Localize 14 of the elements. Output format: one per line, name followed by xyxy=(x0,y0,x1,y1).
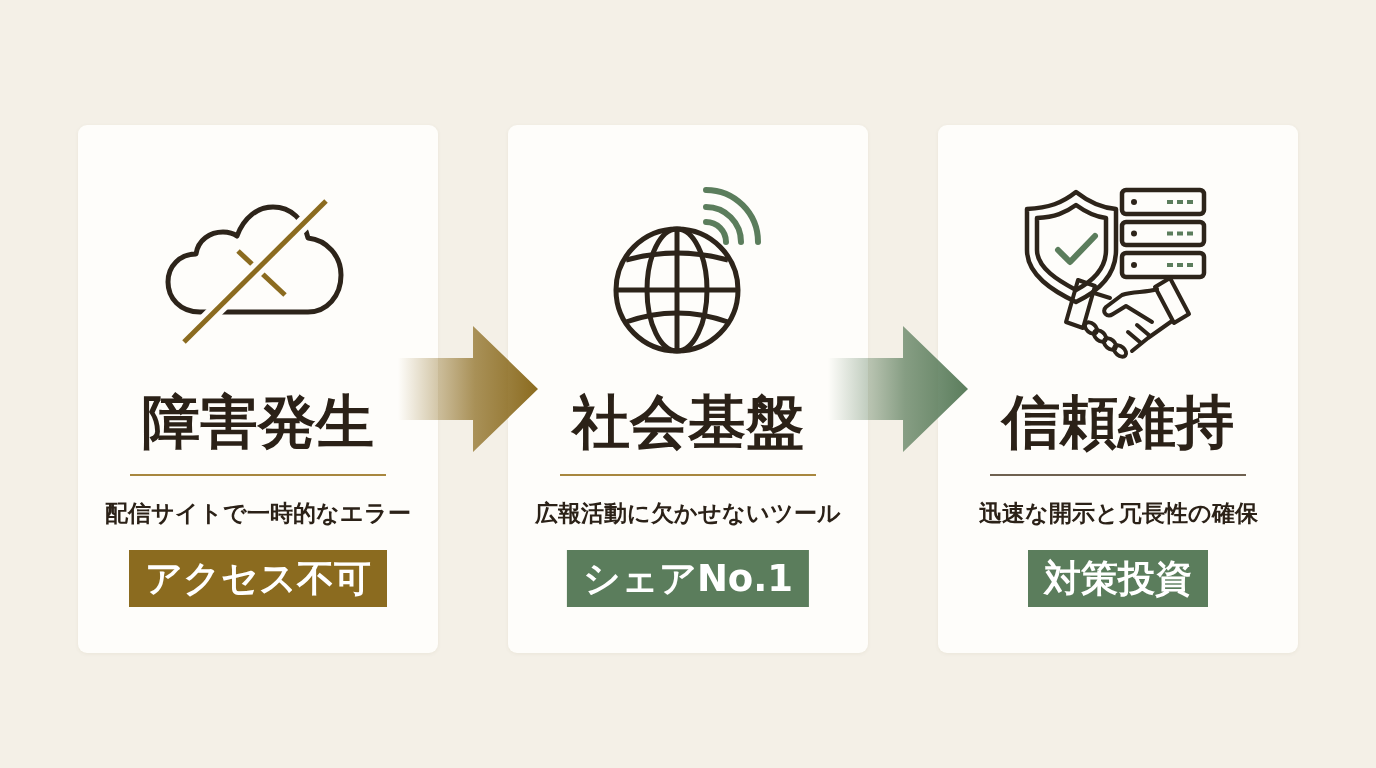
card-title: 信頼維持 xyxy=(1002,389,1234,455)
arrow xyxy=(828,326,968,452)
card-description: 配信サイトで一時的なエラー xyxy=(105,499,411,527)
card-title: 社会基盤 xyxy=(572,389,804,455)
card-description: 迅速な開示と冗長性の確保 xyxy=(978,499,1258,527)
card xyxy=(508,125,868,653)
card-description: 広報活動に欠かせないツール xyxy=(535,499,841,527)
card xyxy=(938,125,1298,653)
arrow xyxy=(398,326,538,452)
highlight-badge: 対策投資 xyxy=(1028,550,1208,607)
highlight-badge: アクセス不可 xyxy=(129,550,387,607)
card-title: 障害発生 xyxy=(142,389,374,455)
card xyxy=(78,125,438,653)
highlight-badge: シェアNo.1 xyxy=(566,550,810,607)
